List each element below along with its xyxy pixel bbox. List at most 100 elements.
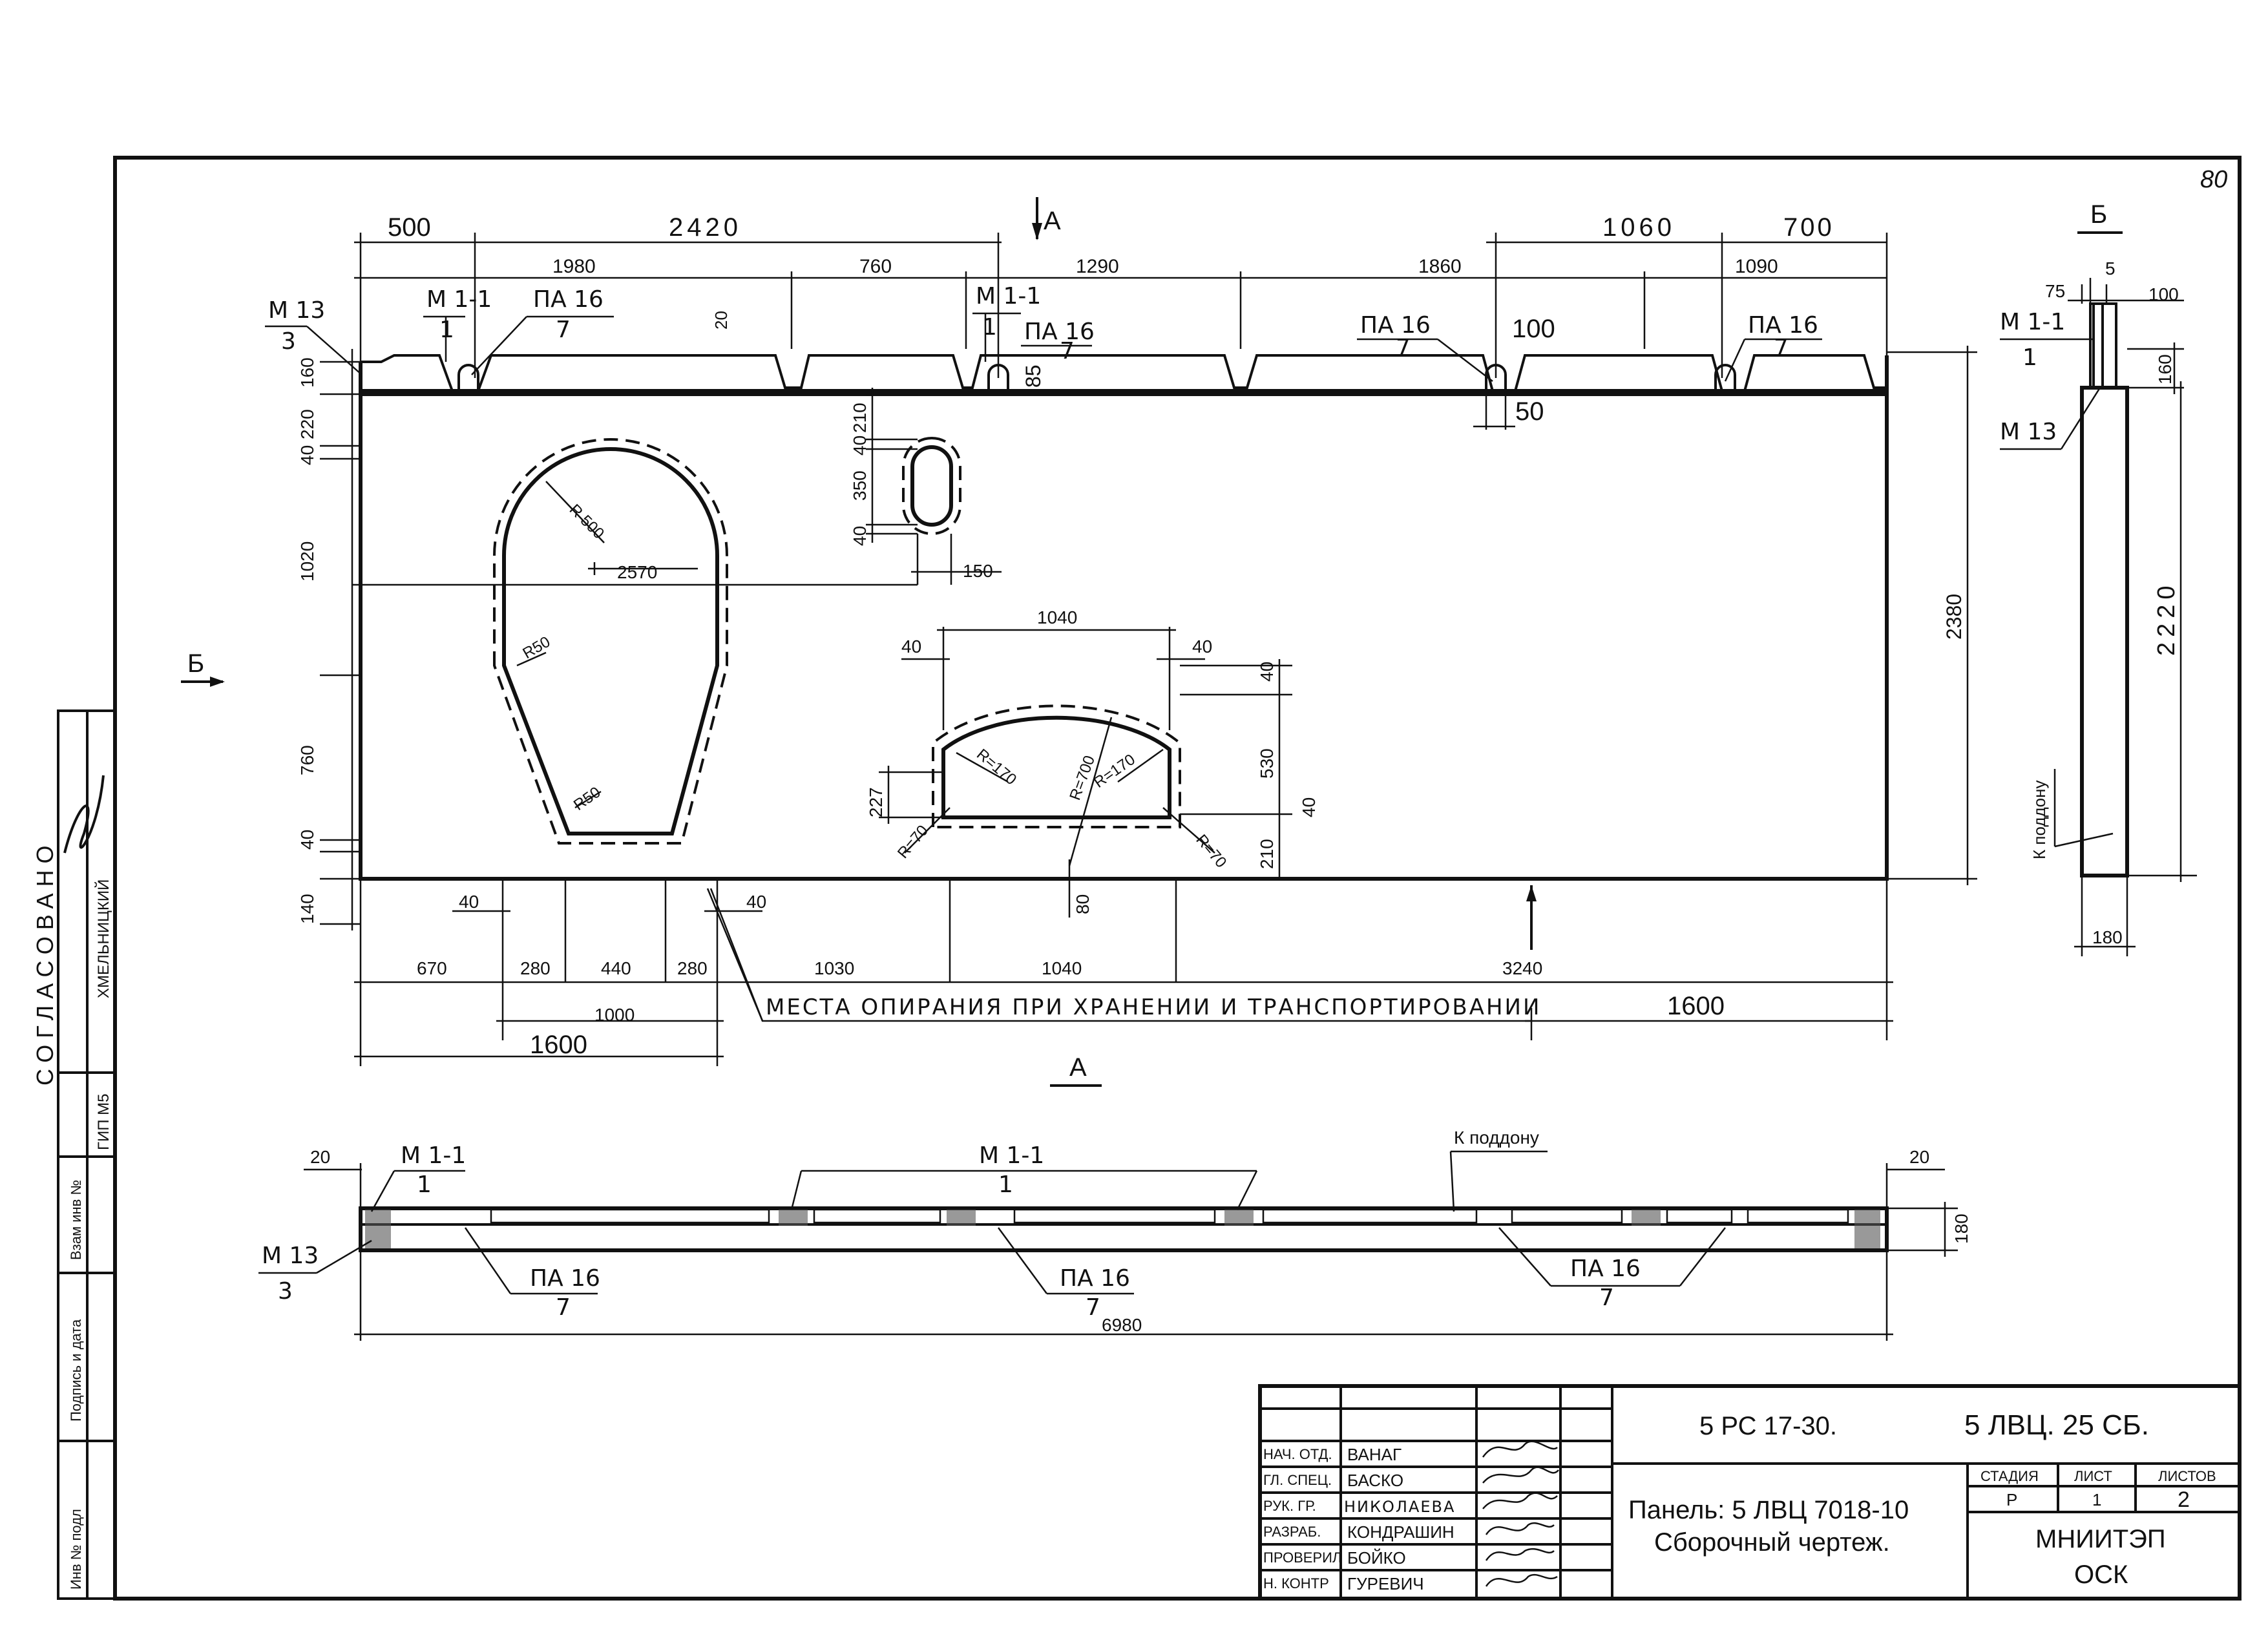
dim-bottom-1600-left: 1600: [530, 1031, 587, 1059]
role-2: РУК. ГР.: [1263, 1498, 1316, 1514]
door-dim-530: 530: [1257, 748, 1277, 779]
name-2: НИКОЛАЕВА: [1344, 1498, 1455, 1516]
sheet-label: ЛИСТ: [2074, 1468, 2112, 1484]
dim-bottom-280a: 280: [520, 958, 551, 978]
window-opening-outline: [493, 438, 728, 845]
plan-label-pa16-c: ПА 16: [1570, 1255, 1641, 1282]
door-dim-40r: 40: [1192, 636, 1212, 656]
dim-top-500: 500: [388, 213, 431, 242]
drawing-title-2: Сборочный чертеж.: [1654, 1528, 1890, 1557]
role-5: Н. КОНТР: [1263, 1575, 1329, 1591]
plan-label-m11-a-num: 1: [417, 1171, 432, 1198]
door-opening: [941, 715, 1171, 819]
sheets-label: ЛИСТОВ: [2158, 1468, 2216, 1484]
dim-bottom-1040: 1040: [1042, 958, 1082, 978]
slot-dim-150: 150: [963, 561, 993, 581]
window-opening: [502, 447, 719, 835]
slot-opening: [910, 445, 953, 527]
label-pa16-b: ПА 16: [1024, 319, 1095, 345]
title-block: НАЧ. ОТД. ГЛ. СПЕЦ. РУК. ГР. РАЗРАБ. ПРО…: [1258, 1384, 2242, 1601]
label-pa16-b-num: 7: [1060, 338, 1075, 364]
dim-1090: 1090: [1735, 256, 1778, 277]
side-label-m13: М 13: [2000, 419, 2057, 445]
approver-role: ГИП М5: [95, 1093, 112, 1150]
lifting-loop-4: [1714, 364, 1736, 391]
name-1: БАСКО: [1347, 1471, 1403, 1490]
side-dim-180: 180: [2092, 927, 2123, 947]
sheets-value: 2: [2178, 1487, 2190, 1512]
panel-top-edge: [359, 355, 1889, 396]
plan-dim-180: 180: [1951, 1213, 1971, 1244]
radius-r50-b: R50: [571, 784, 604, 814]
field-replace-inv: Взам инв №: [68, 1180, 84, 1260]
side-dim-160: 160: [2155, 354, 2175, 384]
side-label-m11-num: 1: [2022, 344, 2037, 371]
dim-760: 760: [859, 256, 892, 277]
dim-bottom-670: 670: [417, 958, 447, 978]
label-m11-b: М 1-1: [976, 283, 1041, 310]
dim-left-140: 140: [297, 894, 317, 924]
plan-dim-20-left: 20: [310, 1147, 330, 1167]
label-m13: М 13: [268, 297, 325, 324]
supports-note: МЕСТА ОПИРАНИЯ ПРИ ХРАНЕНИИ И ТРАНСПОРТИ…: [766, 994, 1541, 1020]
radius-r70-a: R=70: [894, 822, 932, 862]
name-4: БОЙКО: [1347, 1548, 1406, 1568]
radius-r70-b: R=70: [1192, 832, 1230, 872]
slot-dim-350: 350: [850, 470, 870, 501]
door-dim-40v: 40: [1299, 797, 1319, 817]
door-dim-227: 227: [866, 787, 886, 817]
gap-40-right: 40: [746, 892, 766, 912]
title-block-roles: НАЧ. ОТД. ГЛ. СПЕЦ. РУК. ГР. РАЗРАБ. ПРО…: [1263, 1446, 1341, 1591]
dim-right-2380: 2380: [1942, 594, 1966, 640]
plan-label-pa16-b-num: 7: [1086, 1294, 1100, 1321]
slot-outline: [902, 437, 961, 535]
approver-signature: [63, 775, 105, 854]
side-dim-2220: 2220: [2153, 580, 2180, 656]
door-dim-80: 80: [1073, 894, 1093, 914]
drawing-title-1: Панель: 5 ЛВЦ 7018-10: [1628, 1496, 1909, 1524]
gap-40-left: 40: [459, 892, 479, 912]
approval-strip: СОГЛАСОВАНО ХМЕЛЬНИЦКИЙ ГИП М5 Взам инв …: [32, 709, 116, 1600]
dim-top-1060: 1060: [1602, 213, 1675, 242]
door-opening-outline: [932, 704, 1181, 828]
side-view-anchor: [2092, 302, 2104, 389]
section-a-bottom: А: [1069, 1053, 1087, 1082]
stage-value: Р: [2006, 1490, 2017, 1509]
approved-stamp: СОГЛАСОВАНО: [32, 839, 58, 1086]
sheet-value: 1: [2092, 1490, 2101, 1509]
dim-left-40a: 40: [297, 445, 317, 465]
dim-left-160: 160: [297, 357, 317, 388]
role-4: ПРОВЕРИЛ: [1263, 1549, 1341, 1566]
radius-r170-b: R=170: [1091, 751, 1139, 792]
field-inv-original: Инв № подл: [68, 1509, 84, 1590]
side-dim-100: 100: [2148, 284, 2179, 304]
name-5: ГУРЕВИЧ: [1347, 1574, 1424, 1593]
side-label-tray: К поддону: [2030, 781, 2049, 860]
name-0: ВАНАГ: [1347, 1445, 1402, 1464]
plan-label-m13: М 13: [262, 1243, 319, 1269]
dim-1980: 1980: [552, 256, 596, 277]
role-1: ГЛ. СПЕЦ.: [1263, 1472, 1332, 1488]
stage-label: СТАДИЯ: [1980, 1468, 2039, 1484]
dim-top-700: 700: [1783, 213, 1834, 242]
dim-2570: 2570: [617, 562, 657, 582]
dim-bottom-1000: 1000: [594, 1005, 635, 1025]
label-m11-a: М 1-1: [426, 286, 492, 313]
side-view-title: Б: [2090, 200, 2107, 229]
plan-dim-6980: 6980: [1102, 1315, 1142, 1335]
door-dim-210: 210: [1257, 839, 1277, 869]
radius-r500: R 500: [566, 501, 607, 542]
dim-left-220: 220: [297, 409, 317, 439]
side-label-m11: М 1-1: [2000, 309, 2065, 335]
label-m11-b-num: 1: [982, 314, 997, 341]
dim-85: 85: [1022, 364, 1045, 388]
name-3: КОНДРАШИН: [1347, 1522, 1454, 1542]
side-view-body: [2080, 386, 2129, 877]
title-block-names: ВАНАГ БАСКО НИКОЛАЕВА КОНДРАШИН БОЙКО ГУ…: [1344, 1445, 1455, 1593]
dim-left-760: 760: [297, 745, 317, 775]
plan-label-m13-num: 3: [278, 1278, 293, 1305]
section-b-left: Б: [187, 649, 204, 678]
plan-label-m11-b: М 1-1: [979, 1142, 1044, 1169]
side-dim-5: 5: [2105, 258, 2116, 278]
dim-100: 100: [1512, 315, 1555, 343]
